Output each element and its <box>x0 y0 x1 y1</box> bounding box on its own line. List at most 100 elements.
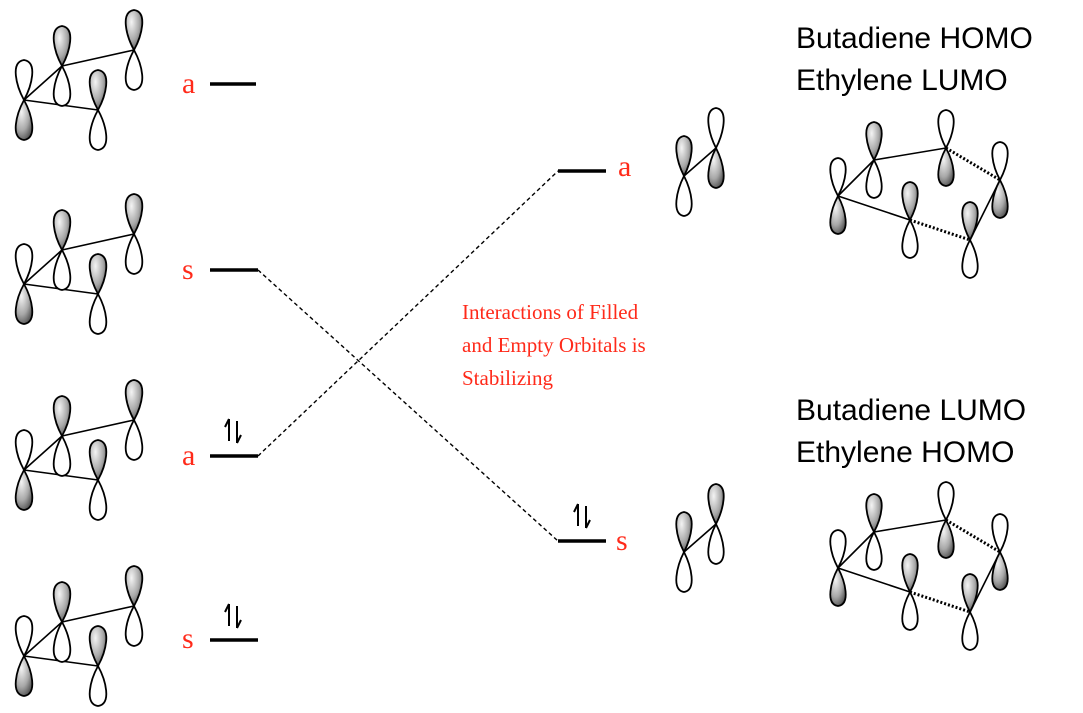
butadiene-level-4: s <box>182 603 258 655</box>
p-orbital <box>88 253 108 335</box>
forming-bond <box>909 218 971 242</box>
open-lobe <box>88 292 108 335</box>
open-lobe <box>937 481 955 522</box>
butadiene-level-1: a <box>182 67 256 100</box>
shaded-lobe <box>937 146 955 187</box>
correlation-line-antisymmetric <box>257 170 559 457</box>
p-orbital <box>829 529 847 607</box>
note-line: Interactions of Filled <box>462 300 639 324</box>
p-orbital <box>675 135 693 217</box>
shaded-lobe <box>124 379 144 422</box>
p-orbital <box>675 511 693 593</box>
note-line: and Empty Orbitals is <box>462 333 646 357</box>
forming-bond <box>909 590 971 614</box>
open-lobe <box>865 530 883 571</box>
p-orbital <box>124 565 144 647</box>
shaded-lobe <box>52 581 72 624</box>
p-orbital <box>937 481 955 559</box>
sigma-bond <box>23 621 63 657</box>
shaded-lobe <box>14 98 34 141</box>
shaded-lobe <box>14 468 34 511</box>
open-lobe <box>991 513 1009 554</box>
sigma-bond <box>837 567 911 593</box>
shaded-lobe <box>707 146 725 189</box>
symmetry-label: s <box>182 253 194 286</box>
open-lobe <box>865 158 883 199</box>
correlation-line-symmetric <box>257 269 559 542</box>
sigma-bond <box>873 519 947 533</box>
p-orbital <box>88 69 108 151</box>
sigma-bond <box>837 531 875 569</box>
open-lobe <box>52 248 72 291</box>
shaded-lobe <box>901 181 919 222</box>
open-lobe <box>14 59 34 102</box>
open-lobe <box>14 429 34 472</box>
open-lobe <box>707 522 725 565</box>
p-orbital <box>901 553 919 631</box>
p-orbital <box>124 379 144 461</box>
p-orbital <box>865 121 883 199</box>
shaded-lobe <box>991 550 1009 591</box>
open-lobe <box>124 604 144 647</box>
butadiene-orbital-2 <box>14 193 144 335</box>
open-lobe <box>124 418 144 461</box>
ethylene-orbital-1 <box>675 107 725 217</box>
p-orbital <box>52 209 72 291</box>
shaded-lobe <box>961 201 979 242</box>
shaded-lobe <box>14 282 34 325</box>
sigma-bond <box>61 419 135 437</box>
sigma-bond <box>61 233 135 251</box>
p-orbital <box>124 9 144 91</box>
open-lobe <box>88 478 108 521</box>
open-lobe <box>124 48 144 91</box>
open-lobe <box>829 529 847 570</box>
shaded-lobe <box>52 395 72 438</box>
shaded-lobe <box>865 121 883 162</box>
open-lobe <box>937 109 955 150</box>
p-orbital <box>865 493 883 571</box>
shaded-lobe <box>865 493 883 534</box>
open-lobe <box>901 218 919 259</box>
transition-state-orbital-1 <box>829 109 1009 279</box>
forming-bond <box>945 518 1001 554</box>
electron-pair-arrows <box>573 503 591 529</box>
p-orbital <box>14 243 34 325</box>
pairing-subtitle: Ethylene LUMO <box>796 64 1008 97</box>
shaded-lobe <box>14 654 34 697</box>
p-orbital <box>52 581 72 663</box>
note-line: Stabilizing <box>462 366 553 390</box>
butadiene-orbital-4 <box>14 565 144 707</box>
open-lobe <box>124 232 144 275</box>
sigma-bond <box>61 49 135 67</box>
open-lobe <box>88 108 108 151</box>
butadiene-level-3: a <box>182 418 258 472</box>
shaded-lobe <box>675 511 693 554</box>
ethylene-level-2: s <box>558 503 628 557</box>
shaded-lobe <box>88 439 108 482</box>
p-orbital <box>14 59 34 141</box>
p-orbital <box>901 181 919 259</box>
shaded-lobe <box>829 566 847 607</box>
shaded-lobe <box>88 625 108 668</box>
open-lobe <box>829 157 847 198</box>
shaded-lobe <box>52 25 72 68</box>
shaded-lobe <box>88 253 108 296</box>
pairing-title: Butadiene HOMO <box>796 22 1033 55</box>
open-lobe <box>88 664 108 707</box>
open-lobe <box>675 174 693 217</box>
open-lobe <box>52 434 72 477</box>
sigma-bond <box>683 147 717 177</box>
p-orbital <box>88 439 108 521</box>
p-orbital <box>88 625 108 707</box>
shaded-lobe <box>937 518 955 559</box>
open-lobe <box>901 590 919 631</box>
sigma-bond <box>23 435 63 471</box>
open-lobe <box>52 64 72 107</box>
electron-pair-arrows <box>224 418 242 444</box>
shaded-lobe <box>52 209 72 252</box>
shaded-lobe <box>961 573 979 614</box>
open-lobe <box>14 243 34 286</box>
symmetry-label: a <box>618 150 631 183</box>
p-orbital <box>52 395 72 477</box>
open-lobe <box>52 620 72 663</box>
